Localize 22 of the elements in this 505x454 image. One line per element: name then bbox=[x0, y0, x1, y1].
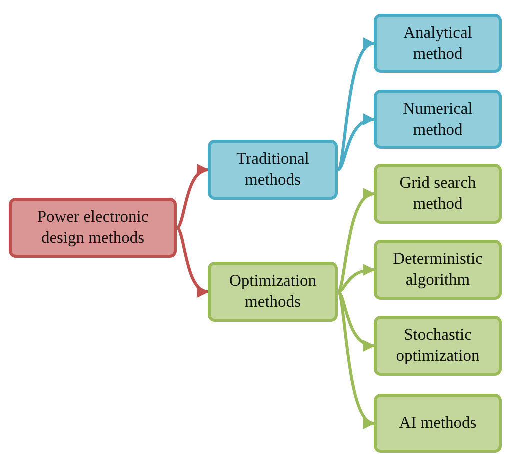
method-box bbox=[374, 90, 502, 149]
method-box bbox=[374, 316, 502, 376]
method-label: Grid search method bbox=[398, 173, 478, 215]
method-label: Power electronic design methods bbox=[36, 207, 150, 249]
arrow bbox=[336, 191, 376, 294]
method-box bbox=[374, 164, 502, 224]
arrow bbox=[338, 264, 376, 294]
method-box bbox=[374, 14, 502, 73]
method-box bbox=[208, 140, 338, 200]
method-box bbox=[9, 198, 177, 258]
method-label: Analytical method bbox=[402, 22, 474, 64]
method-box bbox=[208, 262, 338, 322]
method-box bbox=[374, 394, 502, 453]
arrow bbox=[176, 226, 210, 296]
method-label: Traditional methods bbox=[236, 149, 310, 191]
method-label: Numerical method bbox=[402, 98, 474, 140]
method-box bbox=[374, 240, 502, 300]
method-label: Stochastic optimization bbox=[395, 325, 481, 367]
method-label: AI methods bbox=[398, 413, 478, 434]
arrow bbox=[176, 166, 210, 230]
method-label: Deterministic algorithm bbox=[392, 249, 484, 291]
method-label: Optimization methods bbox=[228, 271, 318, 313]
